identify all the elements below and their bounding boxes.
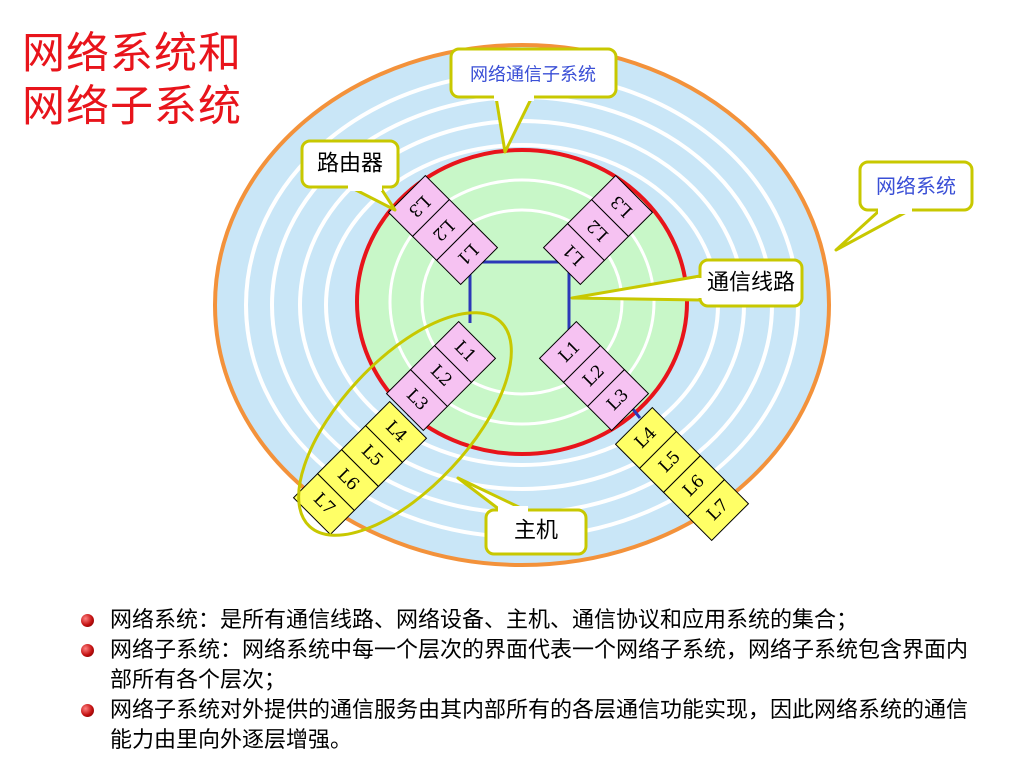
callout-router-text: 路由器 [317, 152, 383, 177]
callout-network-system: 网络系统 [834, 160, 974, 252]
router-top-left: L3 L2 L1 [387, 174, 499, 286]
callout-comm-line: 通信线路 [570, 258, 804, 308]
page-title-line-1: 网络系统和 [22, 29, 242, 79]
bullet-item: 网络子系统：网络系统中每一个层次的界面代表一个网络子系统，网络子系统包含界面内部… [80, 636, 980, 696]
bullet-item: 网络系统：是所有通信线路、网络设备、主机、通信协议和应用系统的集合； [80, 606, 980, 636]
callout-router: 路由器 [300, 139, 400, 212]
bullet-dot-icon [81, 704, 94, 717]
callout-host: 主机 [456, 476, 588, 556]
network-system-diagram: L3 L2 L1 L1 L2 L3 L1 L2 L3 L1 L2 L3 L4 L… [213, 43, 974, 567]
page-title: 网络系统和 网络子系统 [22, 28, 242, 134]
bullet-text: 网络子系统对外提供的通信服务由其内部所有的各层通信功能实现，因此网络系统的通信能… [110, 698, 969, 753]
bullet-text: 网络系统：是所有通信线路、网络设备、主机、通信协议和应用系统的集合； [110, 608, 859, 633]
bullet-list: 网络系统：是所有通信线路、网络设备、主机、通信协议和应用系统的集合； 网络子系统… [80, 606, 980, 756]
router-top-right: L1 L2 L3 [542, 174, 654, 286]
router-bottom-right: L1 L2 L3 [538, 320, 650, 432]
callout-network-system-text: 网络系统 [876, 174, 956, 198]
router-bottom-left: L1 L2 L3 [385, 320, 497, 432]
callout-host-text: 主机 [514, 519, 558, 544]
page-title-line-2: 网络子系统 [22, 82, 242, 132]
callout-comm-subsystem-text: 网络通信子系统 [470, 65, 596, 86]
callout-comm-subsystem: 网络通信子系统 [449, 47, 618, 154]
host-left: L4 L5 L6 L7 [292, 400, 428, 536]
bullet-text: 网络子系统：网络系统中每一个层次的界面代表一个网络子系统，网络子系统包含界面内部… [110, 638, 969, 693]
bullet-dot-icon [81, 644, 94, 657]
host-subsystem-ellipse [297, 311, 513, 537]
subnet-inner-rings [388, 178, 656, 426]
host-right: L4 L5 L6 L7 [614, 406, 750, 542]
bullet-item: 网络子系统对外提供的通信服务由其内部所有的各层通信功能实现，因此网络系统的通信能… [80, 696, 980, 756]
callout-comm-line-text: 通信线路 [707, 271, 795, 296]
bullet-dot-icon [81, 614, 94, 627]
